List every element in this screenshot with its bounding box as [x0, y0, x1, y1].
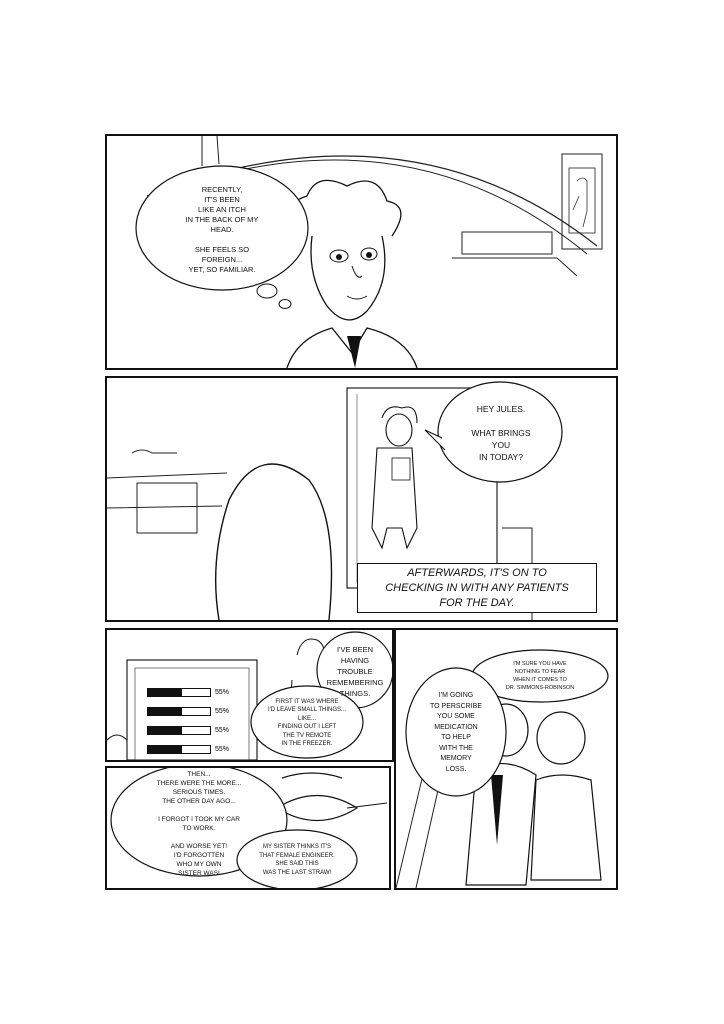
panel-3: 55% 55% 55% 55% FIRST IT WAS WHERE I'D L…	[105, 628, 394, 762]
speech-bubble-then: THEN... THERE WERE THE MORE... SERIOUS T…	[121, 768, 277, 880]
progress-track	[147, 745, 211, 754]
panel-4: THEN... THERE WERE THE MORE... SERIOUS T…	[105, 766, 391, 890]
progress-track	[147, 688, 211, 697]
caption-text: AFTERWARDS, IT'S ON TO CHECKING IN WITH …	[385, 566, 569, 609]
progress-label: 55%	[215, 746, 230, 753]
speech-text: I'M GOING TO PERSCRIBE YOU SOME MEDICATI…	[430, 692, 482, 773]
panel-4-art	[110, 768, 388, 888]
thought-text: RECENTLY, IT'S BEEN LIKE AN ITCH IN THE …	[185, 185, 259, 274]
progress-label: 55%	[215, 689, 230, 696]
progress-fill	[148, 746, 183, 753]
progress-fill	[148, 727, 183, 734]
speech-bubble-hey-jules: HEY JULES. WHAT BRINGS YOU IN TODAY?	[447, 398, 555, 468]
panel-1-art	[135, 136, 603, 368]
speech-text: HEY JULES. WHAT BRINGS YOU IN TODAY?	[471, 404, 531, 462]
progress-bars: 55% 55% 55% 55%	[107, 630, 307, 760]
speech-bubble-sure: I'M SURE YOU HAVE NOTHING TO FEAR WHEN I…	[478, 654, 602, 698]
progress-track	[147, 707, 211, 716]
progress-track	[147, 726, 211, 735]
progress-label: 55%	[215, 708, 230, 715]
thought-bubble-recently: RECENTLY, IT'S BEEN LIKE AN ITCH IN THE …	[139, 178, 305, 282]
progress-row: 55%	[147, 725, 259, 737]
panel-5: I'M SURE YOU HAVE NOTHING TO FEAR WHEN I…	[394, 628, 618, 890]
panel-3-art	[107, 631, 392, 760]
speech-text: MY SISTER THINKS IT'S THAT FEMALE ENGINE…	[259, 844, 335, 876]
progress-fill	[148, 708, 183, 715]
speech-bubble-sister: MY SISTER THINKS IT'S THAT FEMALE ENGINE…	[239, 834, 355, 886]
speech-text: I'M SURE YOU HAVE NOTHING TO FEAR WHEN I…	[505, 661, 575, 691]
progress-row: 55%	[147, 687, 259, 699]
speech-bubble-first: FIRST IT WAS WHERE I'D LEAVE SMALL THING…	[255, 690, 359, 756]
panel-1: RECENTLY, IT'S BEEN LIKE AN ITCH IN THE …	[105, 134, 618, 370]
speech-text: I'VE BEEN HAVING TROUBLE REMEMBERING THI…	[326, 644, 384, 698]
panel-2-art	[107, 381, 563, 620]
speech-text: FIRST IT WAS WHERE I'D LEAVE SMALL THING…	[267, 698, 347, 748]
speech-text: THEN... THERE WERE THE MORE... SERIOUS T…	[156, 771, 242, 877]
narration-caption: AFTERWARDS, IT'S ON TO CHECKING IN WITH …	[357, 563, 597, 613]
speech-bubble-prescribe: I'M GOING TO PERSCRIBE YOU SOME MEDICATI…	[408, 672, 504, 794]
panel-5-art	[396, 649, 609, 888]
progress-row: 55%	[147, 744, 259, 756]
panel-2: HEY JULES. WHAT BRINGS YOU IN TODAY? AFT…	[105, 376, 618, 622]
progress-fill	[148, 689, 183, 696]
progress-row: 55%	[147, 706, 259, 718]
speech-bubble-trouble: I'VE BEEN HAVING TROUBLE REMEMBERING THI…	[325, 638, 385, 704]
progress-label: 55%	[215, 727, 230, 734]
